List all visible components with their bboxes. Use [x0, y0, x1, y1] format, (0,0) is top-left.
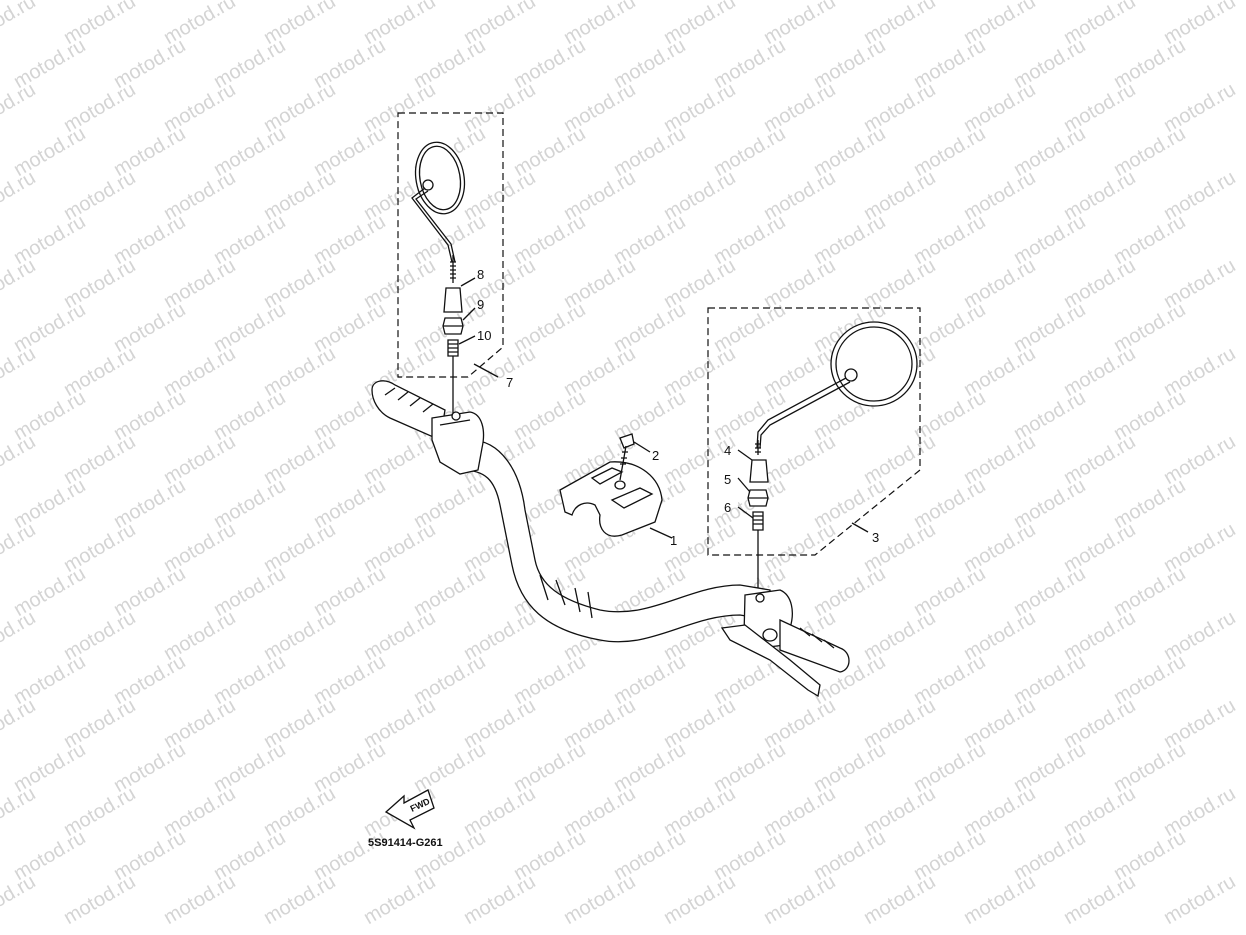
callout-3: 3 [872, 530, 879, 545]
bolt-part [619, 433, 651, 481]
callout-7: 7 [506, 375, 513, 390]
callout-9: 9 [477, 297, 484, 312]
assembly-box-3 [707, 307, 921, 556]
callout-10: 10 [477, 328, 491, 343]
assembly-box-7 [397, 112, 504, 378]
left-mirror-parts [442, 277, 499, 420]
callout-8: 8 [477, 267, 484, 282]
diagram-code: 5S91414-G261 [368, 837, 443, 849]
right-grip [720, 589, 850, 698]
left-grip [371, 380, 485, 475]
holder-part [559, 461, 673, 539]
fwd-arrow-icon: FWD [384, 789, 435, 830]
right-mirror-parts [737, 449, 869, 598]
right-mirror [755, 321, 918, 455]
callout-1: 1 [670, 533, 677, 548]
callout-6: 6 [724, 500, 731, 515]
callout-4: 4 [724, 443, 731, 458]
left-mirror [411, 141, 466, 283]
callout-5: 5 [724, 472, 731, 487]
callout-2: 2 [652, 448, 659, 463]
